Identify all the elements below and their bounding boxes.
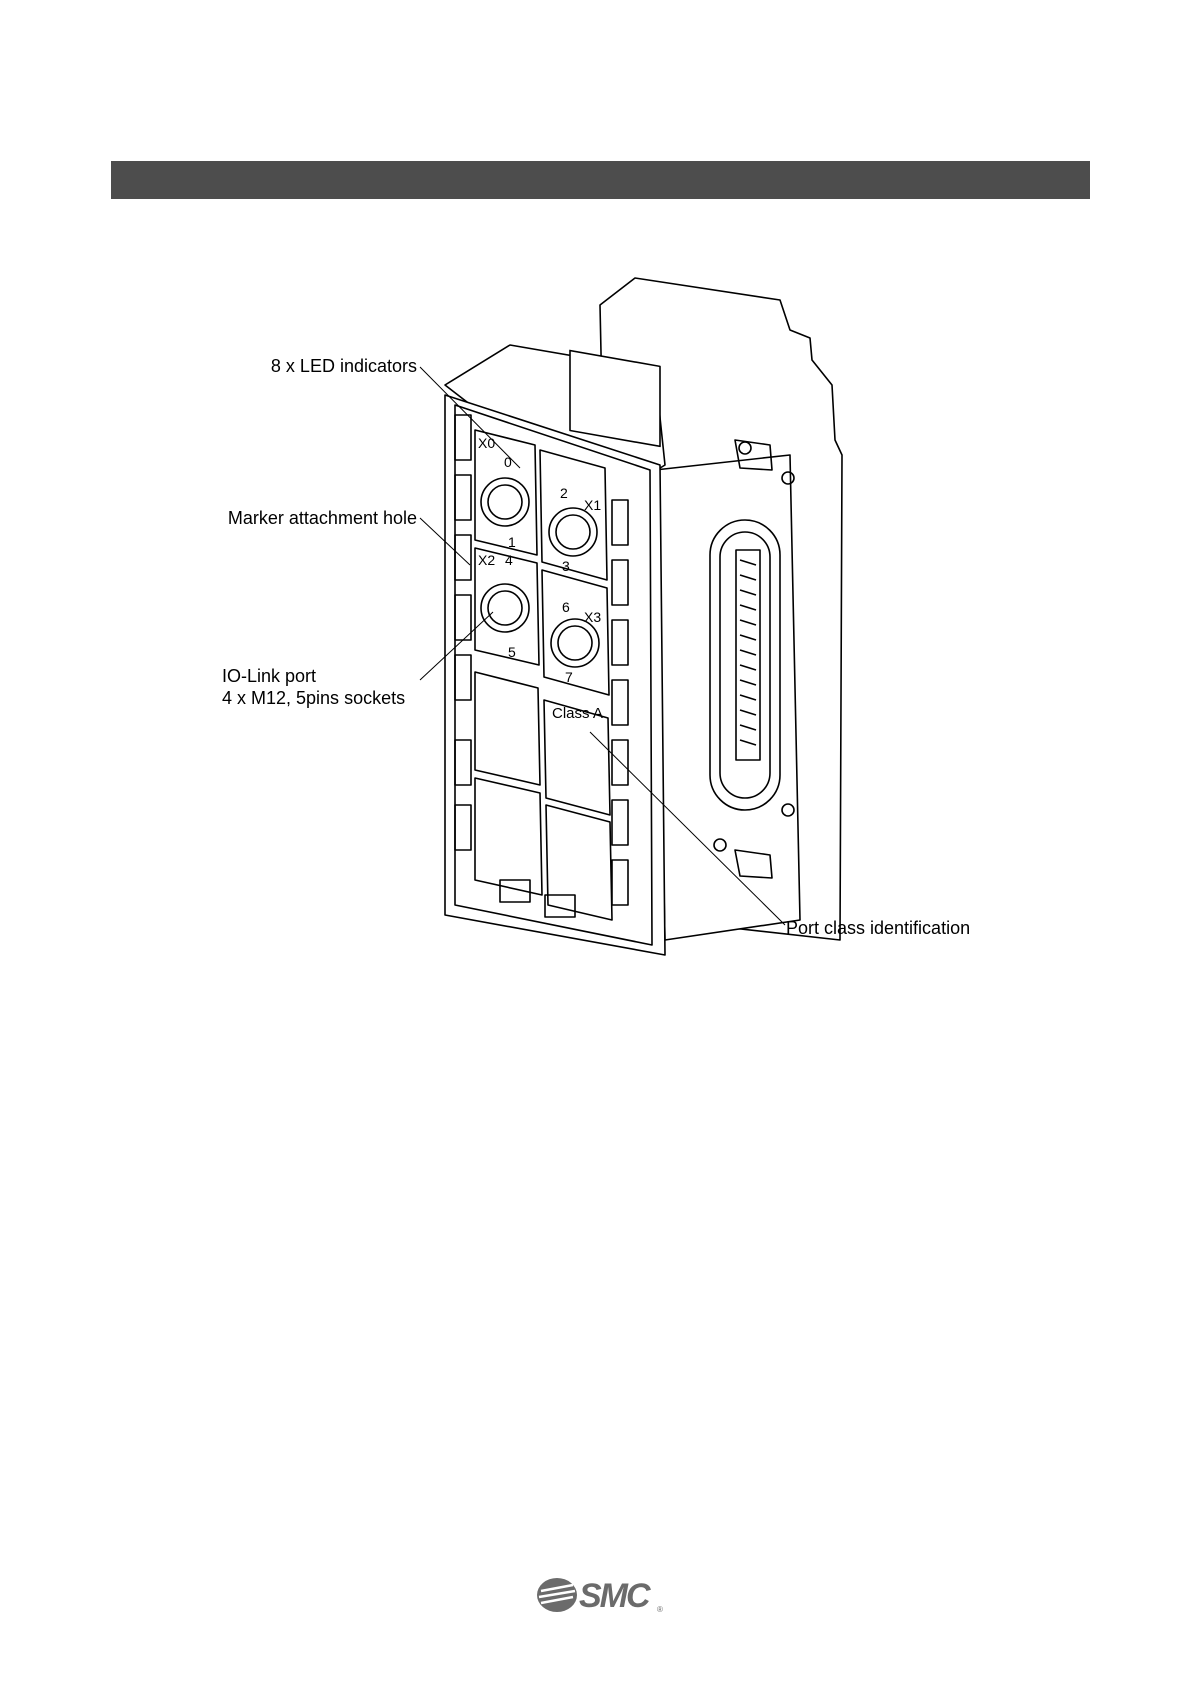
callout-io-link-line2: 4 x M12, 5pins sockets [222,687,405,709]
led-label-0: 0 [504,454,512,470]
led-label-4: 4 [505,552,513,568]
led-label-5: 5 [508,644,516,660]
port-label-x1: X1 [584,497,601,513]
port-class-label: Class A [552,705,603,722]
callout-io-link-line1: IO-Link port [222,665,405,687]
led-label-1: 1 [508,534,516,550]
port-label-x0: X0 [478,435,495,451]
callout-io-link-port: IO-Link port 4 x M12, 5pins sockets [222,665,405,709]
port-label-x2: X2 [478,552,495,568]
registered-mark: ® [657,1605,663,1614]
led-label-2: 2 [560,485,568,501]
smc-logo: SMC ® [535,1575,665,1621]
smc-logo-mark-icon [535,1575,579,1615]
led-label-7: 7 [565,669,573,685]
led-label-3: 3 [562,558,570,574]
port-label-x3: X3 [584,609,601,625]
led-label-6: 6 [562,599,570,615]
smc-logo-text: SMC [579,1577,649,1616]
callout-marker-hole: Marker attachment hole [228,507,417,529]
callout-led-indicators: 8 x LED indicators [271,355,417,377]
callout-port-class: Port class identification [786,917,970,939]
io-link-module-illustration: X0 X1 X2 X3 0 1 2 3 4 5 6 7 Class A [0,0,1191,1000]
